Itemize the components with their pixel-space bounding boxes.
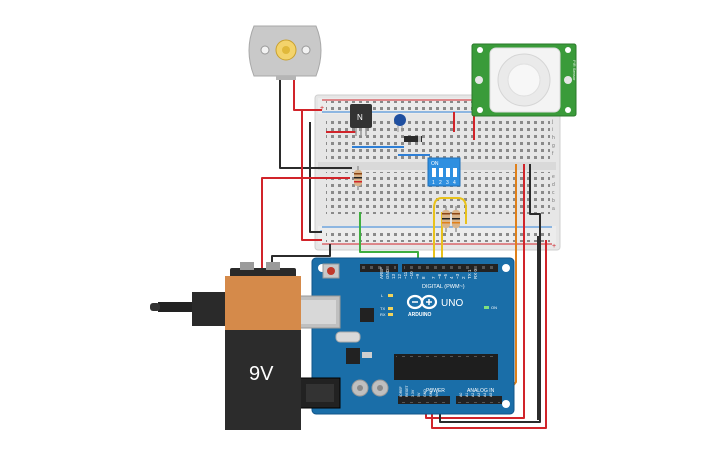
- resistor-middle-2: [452, 206, 460, 232]
- rail-plus-bottom: +: [552, 243, 556, 250]
- wire-battery-red: [261, 177, 350, 268]
- pin-5v: 5V: [417, 392, 421, 397]
- transistor-label: N: [357, 113, 363, 122]
- pin-ioref: IOREF: [399, 386, 403, 397]
- pin-12: 12: [397, 273, 402, 279]
- wires: [261, 78, 547, 429]
- wire-motor-black: [279, 78, 352, 169]
- brand-text: ARDUINO: [408, 312, 431, 318]
- pin-a3: A3: [477, 393, 481, 397]
- row-letter-d: d: [552, 182, 555, 188]
- model-text: UNO: [441, 298, 463, 309]
- wire-left-red: [301, 110, 322, 241]
- row-letter-a: a: [552, 206, 555, 212]
- resistor-left: [354, 166, 362, 190]
- battery-label: 9V: [249, 363, 274, 385]
- row-letter-g: g: [552, 143, 555, 149]
- dip-num-3: 3: [446, 180, 449, 186]
- dip-num-1: 1: [432, 180, 435, 186]
- pin-a4: A4: [483, 393, 487, 397]
- power-label: POWER: [426, 388, 445, 394]
- arduino-logo-icon: [406, 294, 438, 310]
- pin-4: 4: [449, 276, 454, 279]
- pin-a2: A2: [471, 393, 475, 397]
- analog-label: ANALOG IN: [467, 388, 495, 394]
- pin-3: ~3: [455, 273, 460, 279]
- digital-label: DIGITAL (PWM~): [422, 284, 465, 290]
- pin-rx0: RX 0: [473, 268, 478, 279]
- pir-sensor: PIR Sensor: [471, 43, 577, 117]
- pin-2: 2: [461, 276, 466, 279]
- pin-9: ~9: [415, 273, 420, 279]
- dip-switch: ON 1 2 3 4: [427, 157, 461, 187]
- wire-yellow-1: [433, 197, 467, 266]
- pin-a1: A1: [465, 393, 469, 397]
- dip-on-label: ON: [431, 161, 439, 167]
- row-letter-i: i: [552, 127, 553, 133]
- resistor-middle-1: [442, 206, 450, 232]
- row-letter-j: j: [551, 119, 553, 125]
- pin-5: ~5: [443, 273, 448, 279]
- pin-gnd1: GND: [423, 389, 427, 397]
- on-label: ON: [491, 305, 497, 310]
- dip-num-2: 2: [439, 180, 442, 186]
- diode: [404, 136, 422, 142]
- wire-left-black: [309, 122, 322, 233]
- arduino-uno: AREF GND 13 12 ~11 ~10 ~9 8 7 ~6 ~5 4 ~3…: [295, 257, 515, 415]
- pin-reset: RESET: [405, 384, 409, 397]
- pin-8: 8: [421, 276, 426, 279]
- pin-13: 13: [391, 273, 396, 279]
- pin-vin: Vin: [435, 392, 439, 397]
- row-letter-c: c: [552, 190, 555, 196]
- dip-num-4: 4: [453, 180, 456, 186]
- pir-side-text: PIR Sensor: [572, 60, 577, 81]
- row-letter-f: f: [552, 151, 554, 157]
- pin-11: ~11: [403, 271, 408, 279]
- rail-plus-top: +: [320, 105, 324, 112]
- rx-label: RX: [380, 312, 386, 317]
- wire-motor-red: [293, 78, 322, 111]
- row-letter-h: h: [552, 135, 555, 141]
- dc-motor: [248, 25, 322, 80]
- row-letter-e: e: [552, 174, 555, 180]
- pin-tx1: TX 1: [467, 269, 472, 279]
- transistor: N: [350, 104, 372, 136]
- pin-aref: AREF: [379, 267, 384, 279]
- wire-red-outer: [431, 240, 547, 429]
- capacitor: [394, 114, 406, 132]
- pin-10: ~10: [409, 271, 414, 279]
- battery-9v: 9V: [150, 262, 301, 430]
- pin-3v3: 3.3V: [411, 389, 415, 397]
- pin-gnd2: GND: [429, 389, 433, 397]
- l-label: L: [381, 293, 384, 298]
- row-letter-b: b: [552, 198, 555, 204]
- tx-label: TX: [380, 306, 385, 311]
- wire-right-black: [439, 164, 541, 423]
- pin-a5: A5: [489, 393, 493, 397]
- pin-gnd: GND: [385, 268, 390, 279]
- pin-7: 7: [431, 276, 436, 279]
- pin-a0: A0: [459, 393, 463, 397]
- pin-6: ~6: [437, 273, 442, 279]
